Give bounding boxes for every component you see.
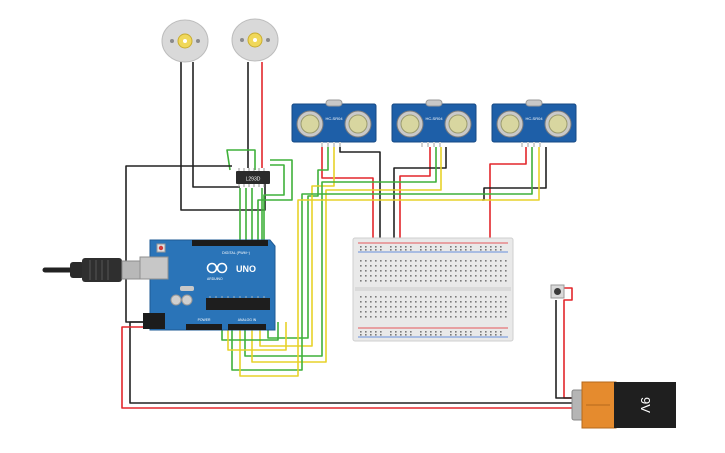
chip-label: L293D — [246, 177, 261, 183]
wire-s1-black — [339, 147, 381, 244]
wire-l293d-green-7 — [263, 164, 285, 240]
motor-screw — [266, 38, 270, 42]
sensor-pins — [521, 142, 541, 147]
wire-s2-black — [393, 147, 447, 244]
ultrasonic-sensors: HC-SR04 HC-SR04 HC-SR04 — [291, 99, 577, 147]
battery-black — [614, 382, 676, 428]
power-label: POWER — [198, 318, 211, 322]
push-button[interactable] — [550, 284, 565, 299]
sensor-crystal — [425, 99, 443, 107]
wire-s2-yellow — [251, 147, 442, 363]
sensor-crystal — [325, 99, 343, 107]
wire-s1-yellow — [259, 147, 335, 347]
capacitor — [170, 294, 182, 306]
motor-screw — [240, 38, 244, 42]
atmega-pins — [209, 296, 265, 298]
wire-motor1-red — [192, 62, 240, 188]
arduino-board — [149, 239, 276, 331]
wire-s3-green — [231, 147, 533, 371]
usb-cable[interactable] — [42, 258, 141, 282]
wire-loop-yellow — [227, 318, 287, 351]
wire-s1-red — [321, 147, 374, 244]
wire-black-battery — [129, 321, 578, 404]
sensor-label: HC-SR04 — [425, 116, 443, 121]
ultrasonic-sensor-1[interactable]: HC-SR04 — [291, 99, 377, 147]
l293d-chip[interactable]: L293D — [236, 168, 270, 187]
power-header — [186, 324, 222, 330]
reset-button-cap — [158, 245, 164, 251]
wire-s3-black — [482, 147, 547, 201]
motor-shaft — [183, 39, 187, 43]
digital-header — [192, 240, 268, 246]
motor-shaft — [253, 38, 257, 42]
sensor-pins — [421, 142, 441, 147]
wire-s1-green — [267, 147, 329, 339]
breadboard[interactable] — [352, 237, 514, 342]
wire-button-black — [555, 300, 578, 399]
analog-label: ANALOG IN — [238, 318, 257, 322]
capacitor — [181, 294, 193, 306]
dc-motor-2[interactable] — [231, 18, 279, 62]
crystal — [180, 286, 194, 291]
atmega-chip — [206, 298, 270, 310]
sensor-label: HC-SR04 — [525, 116, 543, 121]
usb-metal-tip — [121, 260, 141, 280]
motor-screw — [196, 39, 200, 43]
brand-label: UNO — [236, 264, 256, 274]
analog-header — [228, 324, 266, 330]
wire-red-battery — [121, 326, 578, 409]
chip-pins — [238, 168, 265, 187]
arduino-logo-icon — [206, 262, 228, 274]
battery-9v[interactable]: 9V — [571, 381, 676, 429]
breadboard-holes — [360, 246, 507, 336]
usb-strain-relief — [70, 262, 84, 278]
wire-button-red — [562, 287, 580, 399]
digital-label: DIGITAL (PWM~) — [222, 251, 250, 255]
wire-s2-red — [399, 147, 431, 244]
sensor-label: HC-SR04 — [325, 116, 343, 121]
power-jack — [143, 313, 165, 329]
battery-label: 9V — [638, 397, 653, 413]
ultrasonic-sensor-2[interactable]: HC-SR04 — [391, 99, 477, 147]
arduino-uno[interactable]: DIGITAL (PWM~) UNO ARDUINO POWER ANALOG … — [139, 239, 276, 331]
usb-port — [139, 256, 169, 280]
sensor-pins — [321, 142, 341, 147]
center-channel — [355, 287, 511, 291]
wire-l293d-green-6 — [257, 159, 293, 240]
maker-label: ARDUINO — [207, 277, 223, 281]
wire-l293d-green-1 — [226, 149, 256, 171]
ultrasonic-sensor-3[interactable]: HC-SR04 — [491, 99, 577, 147]
wire-s3-red — [489, 147, 527, 244]
wire-motor1-black — [180, 62, 266, 211]
chip-body — [236, 171, 270, 184]
motor-screw — [170, 39, 174, 43]
dc-motor-1[interactable] — [161, 19, 209, 63]
button-cap — [554, 288, 561, 295]
wire-s3-yellow — [239, 147, 540, 377]
sensor-crystal — [525, 99, 543, 107]
wires — [121, 62, 580, 409]
